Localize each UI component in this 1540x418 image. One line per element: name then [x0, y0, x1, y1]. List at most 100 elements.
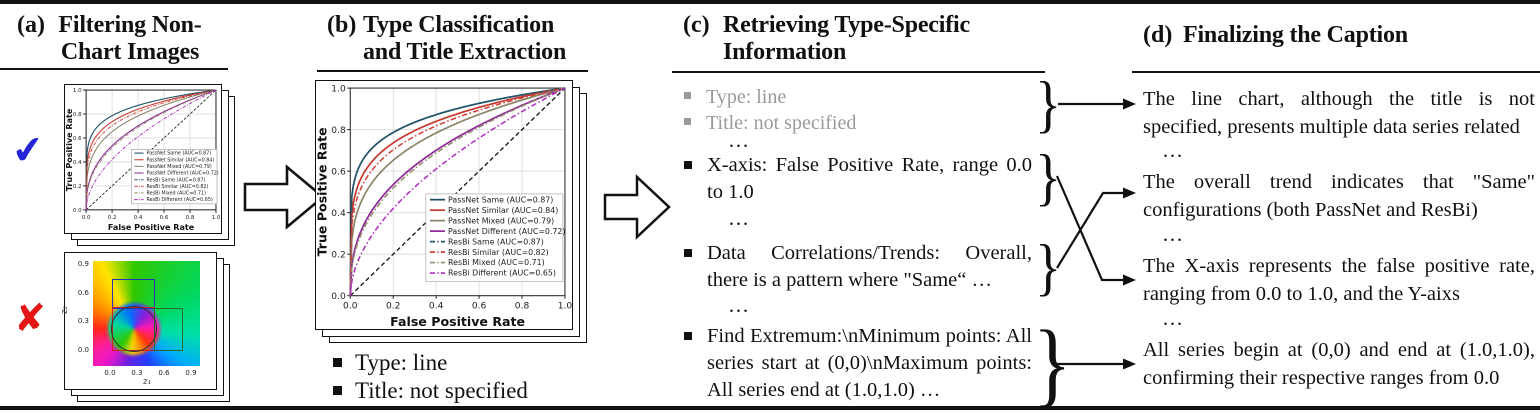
list-item-type: Type: line [684, 84, 1032, 111]
svg-text:True Positive Rate: True Positive Rate [316, 127, 330, 256]
svg-text:False Positive Rate: False Positive Rate [390, 314, 525, 329]
bullet-square-icon [684, 161, 692, 169]
svg-text:ResBi Mixed (AUC=0.71): ResBi Mixed (AUC=0.71) [448, 258, 545, 267]
svg-text:0.4: 0.4 [73, 160, 82, 166]
svg-text:0.6: 0.6 [73, 136, 82, 142]
panel-c-title: Retrieving Type-Specific Information [723, 12, 970, 65]
svg-text:0.8: 0.8 [186, 215, 195, 221]
y-tick-label: 0.3 [77, 317, 89, 325]
svg-text:0.0: 0.0 [82, 215, 91, 221]
svg-text:ResBi Different (AUC=0.65): ResBi Different (AUC=0.65) [147, 197, 213, 203]
svg-text:0.0: 0.0 [73, 208, 82, 214]
accept-check-icon: ✔ [9, 126, 47, 174]
caption-paragraph-4: All series begin at (0,0) and end at (1.… [1143, 339, 1535, 389]
svg-text:ResBi Same (AUC=0.87): ResBi Same (AUC=0.87) [448, 237, 544, 246]
y-tick-label: 0.0 [77, 346, 89, 354]
svg-text:ResBi Similar (AUC=0.82): ResBi Similar (AUC=0.82) [448, 248, 549, 257]
svg-text:0.4: 0.4 [429, 301, 444, 311]
svg-text:0.6: 0.6 [331, 167, 346, 177]
bullet-square-icon [684, 118, 691, 125]
svg-text:PassNet Different (AUC=0.72): PassNet Different (AUC=0.72) [448, 227, 565, 236]
colorwheel-image [93, 261, 200, 366]
ellipsis: … [1162, 306, 1184, 330]
svg-text:0.2: 0.2 [108, 215, 117, 221]
svg-text:1.0: 1.0 [73, 88, 82, 94]
bullet-square-icon [684, 332, 692, 340]
brace-group-2: } [1035, 141, 1062, 212]
svg-text:1.0: 1.0 [212, 215, 221, 221]
panel-d-title: Finalizing the Caption [1183, 22, 1408, 48]
title-bullet: Title: not specified [333, 377, 528, 405]
svg-text:ResBi Same (AUC=0.87): ResBi Same (AUC=0.87) [147, 177, 206, 183]
ellipsis: … [728, 293, 750, 317]
svg-text:PassNet Different (AUC=0.72): PassNet Different (AUC=0.72) [147, 171, 219, 177]
svg-text:ResBi Mixed (AUC=0.71): ResBi Mixed (AUC=0.71) [147, 191, 206, 197]
svg-text:0.4: 0.4 [331, 209, 346, 219]
svg-text:PassNet Similar (AUC=0.84): PassNet Similar (AUC=0.84) [147, 157, 215, 163]
panel-c-label: (c) [683, 12, 710, 38]
panel-d-header-rule [1132, 71, 1540, 73]
bullet-square-icon [333, 386, 342, 395]
brace-group-4: } [1033, 312, 1072, 416]
list-item-extremum: Find Extremum:\nMinimum points: All seri… [684, 323, 1032, 404]
svg-text:0.6: 0.6 [472, 301, 487, 311]
type-bullet: Type: line [333, 349, 447, 377]
annotation-circle [111, 306, 157, 352]
panel-a-header-rule [0, 68, 228, 71]
list-item-title: Title: not specified [684, 110, 1032, 137]
y-tick-label: 0.9 [77, 260, 89, 268]
svg-text:0.4: 0.4 [134, 215, 143, 221]
bottom-rule [0, 406, 1540, 410]
svg-text:0.8: 0.8 [515, 301, 530, 311]
ellipsis: … [728, 206, 750, 230]
x-tick-label: 0.3 [131, 369, 143, 377]
x-tick-label: 0.0 [104, 369, 116, 377]
bullet-square-icon [684, 92, 691, 99]
list-item-trends: Data Correlations/Trends: Overall, there… [684, 240, 1032, 294]
x-tick-label: 0.6 [158, 369, 170, 377]
type-value: Type: line [355, 350, 448, 375]
brace-group-1: } [1035, 68, 1062, 139]
annotation-box-blue [112, 279, 155, 309]
reject-x-icon: ✘ [14, 296, 46, 340]
svg-text:1.0: 1.0 [558, 301, 572, 311]
panel-b-label: (b) [327, 12, 357, 38]
ellipsis: … [728, 128, 750, 152]
panel-c-header-rule [672, 71, 1045, 73]
top-rule [0, 0, 1540, 4]
svg-text:False Positive Rate: False Positive Rate [108, 223, 195, 232]
panel-b-title: Type Classification and Title Extraction [363, 12, 567, 65]
bullet-square-icon [333, 358, 342, 367]
svg-text:PassNet Mixed (AUC=0.79): PassNet Mixed (AUC=0.79) [147, 164, 212, 170]
svg-text:0.2: 0.2 [331, 250, 345, 260]
svg-text:0.2: 0.2 [73, 184, 82, 190]
panel-b-header-rule [317, 70, 588, 72]
caption-paragraph-3: The X-axis represents the false positive… [1143, 255, 1535, 305]
bullet-square-icon [684, 249, 692, 257]
block-arrow-b-to-c [603, 174, 671, 240]
caption-paragraph-1: The line chart, although the title is no… [1143, 88, 1535, 138]
panel-a-title: Filtering Non-Chart Images [58, 12, 202, 65]
svg-text:ResBi Different (AUC=0.65): ResBi Different (AUC=0.65) [448, 269, 556, 278]
x-axis-label: z₁ [143, 377, 152, 387]
caption-paragraph-2: The overall trend indicates that "Same" … [1143, 171, 1535, 221]
svg-text:1.0: 1.0 [331, 84, 346, 94]
y-axis-label: z₂ [60, 305, 71, 315]
svg-text:0.2: 0.2 [386, 301, 400, 311]
list-item-xaxis: X-axis: False Positive Rate, range 0.0 t… [684, 152, 1032, 206]
ellipsis: … [1162, 138, 1184, 162]
panel-d-label: (d) [1143, 22, 1173, 48]
svg-text:PassNet Similar (AUC=0.84): PassNet Similar (AUC=0.84) [448, 206, 558, 215]
svg-text:PassNet Mixed (AUC=0.79): PassNet Mixed (AUC=0.79) [448, 216, 554, 225]
panel-a-label: (a) [17, 12, 45, 38]
